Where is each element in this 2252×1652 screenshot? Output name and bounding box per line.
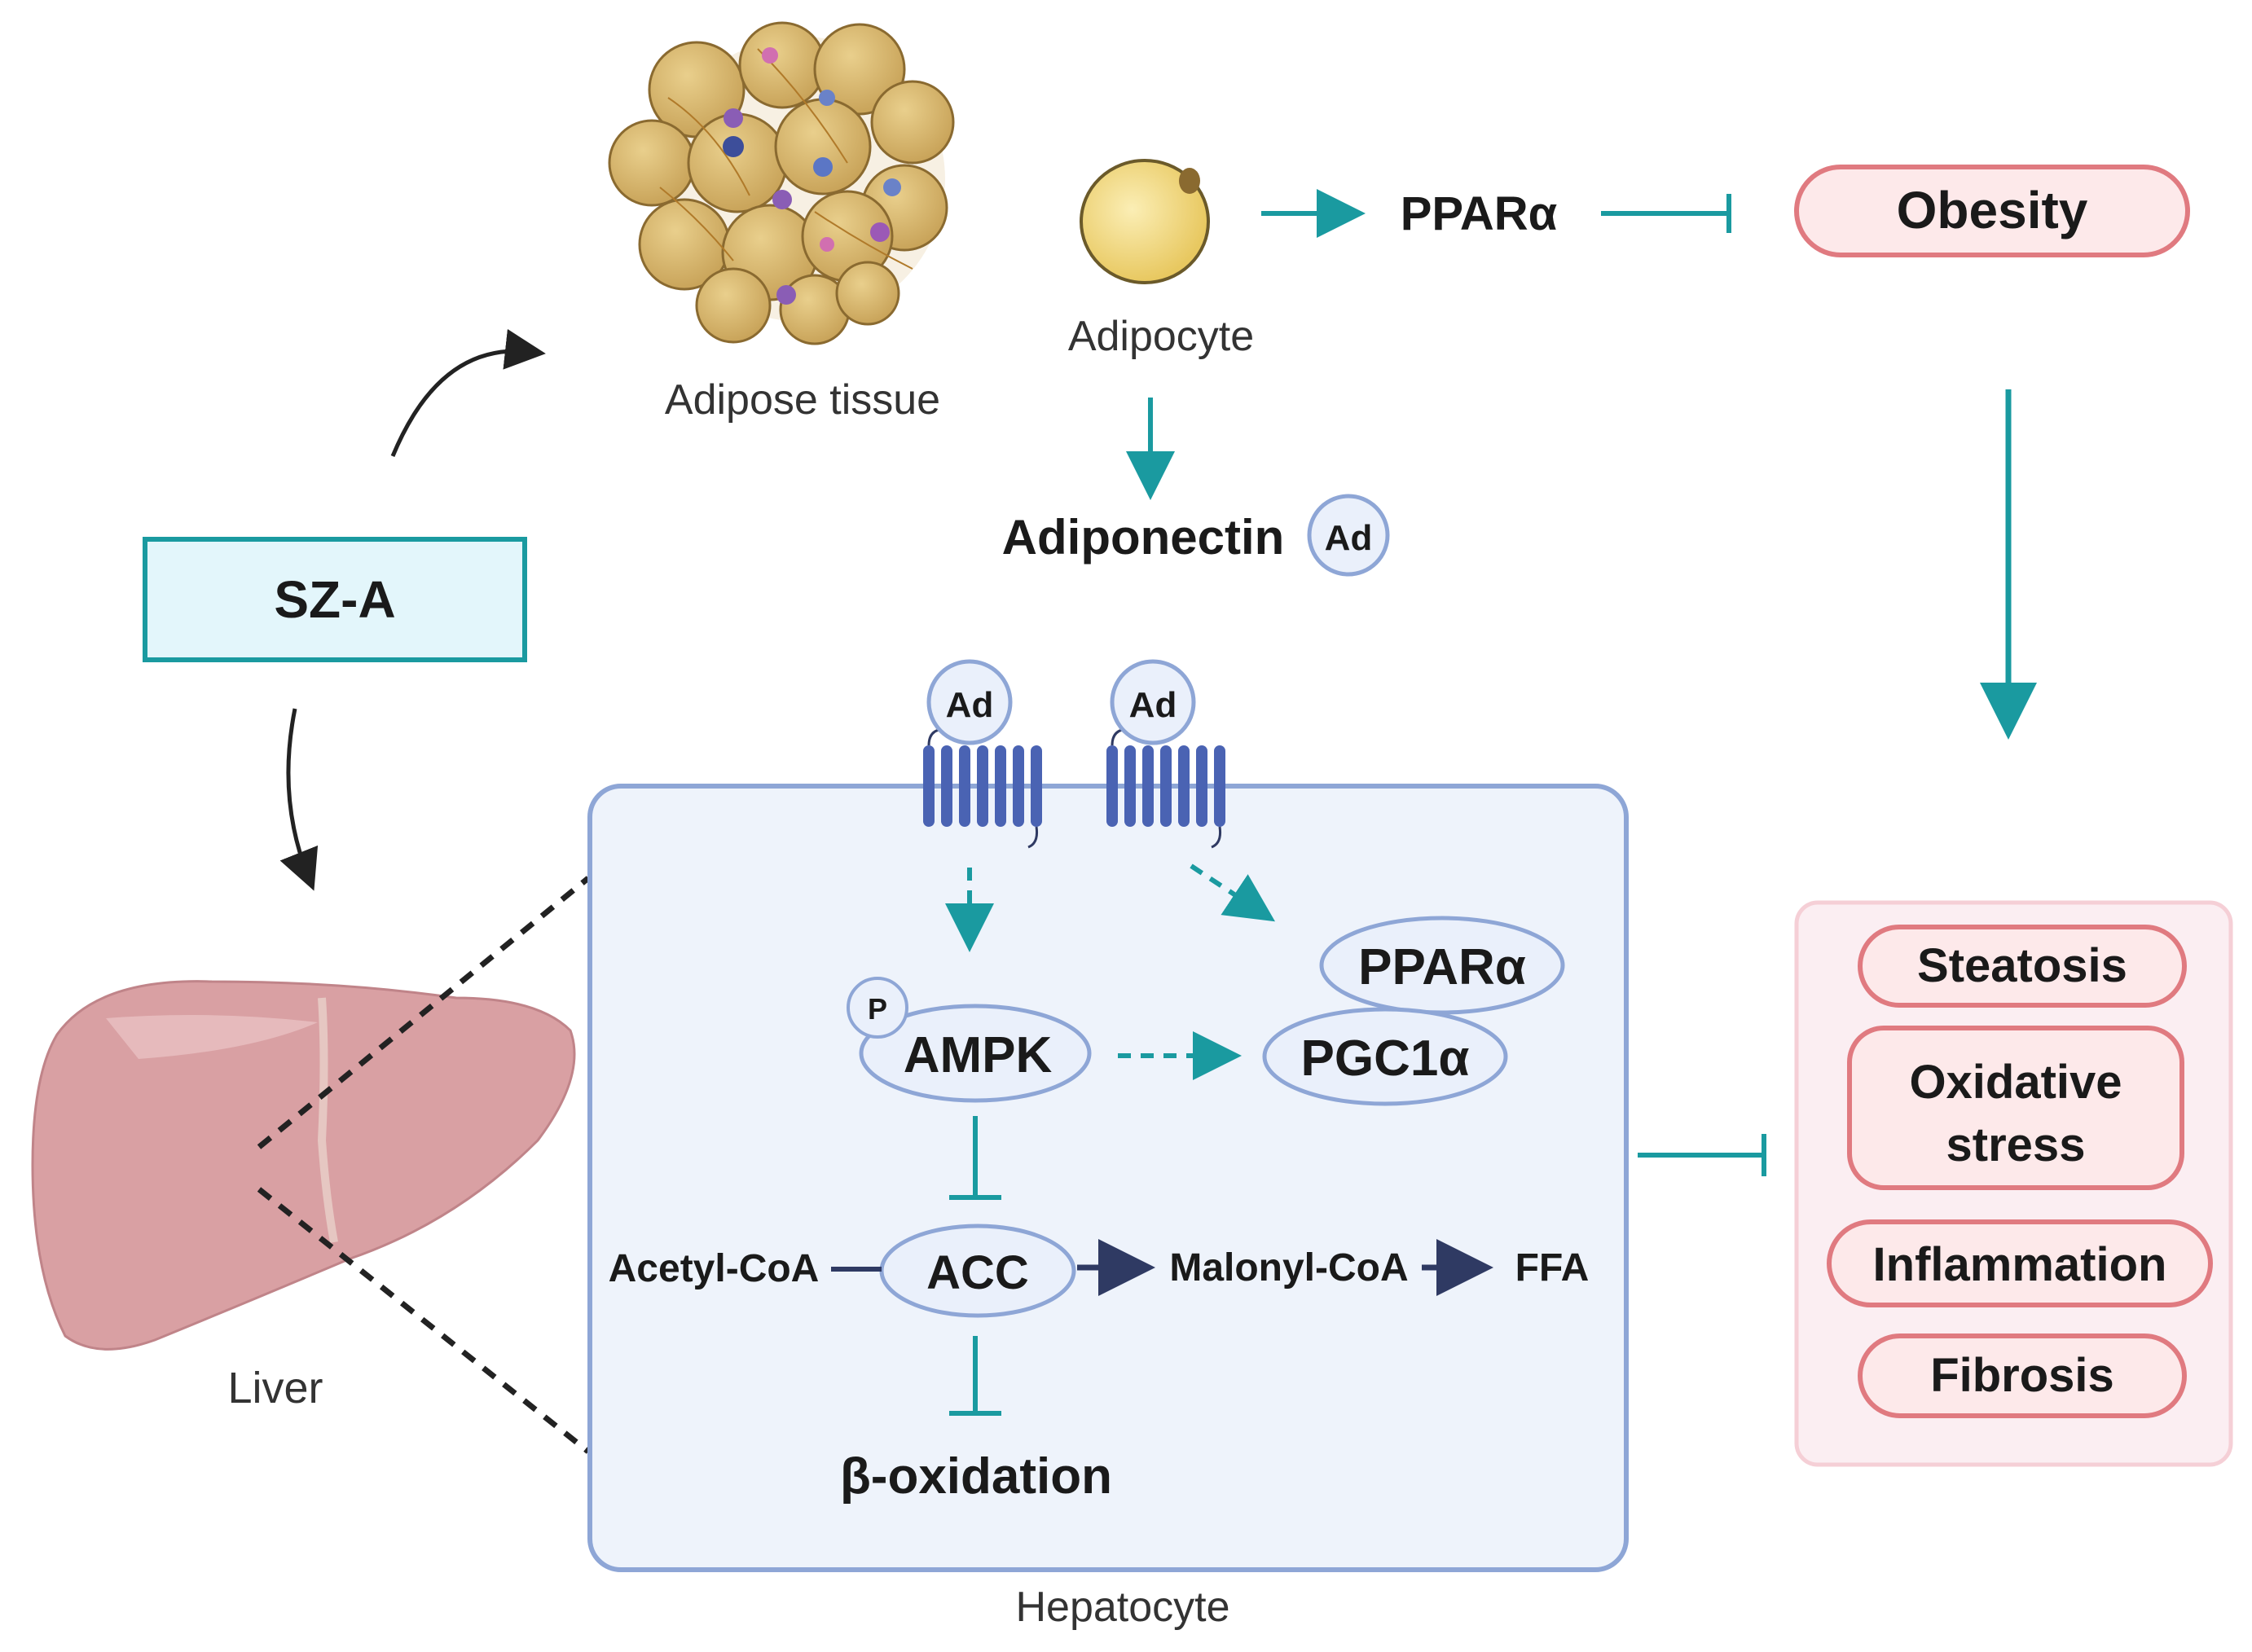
hepatocyte-caption: Hepatocyte bbox=[1015, 1584, 1229, 1631]
inflammation-label: Inflammation bbox=[1873, 1238, 2167, 1291]
adiponectin-receptor-2 bbox=[1106, 727, 1225, 849]
acc-label: ACC bbox=[926, 1246, 1029, 1299]
inflammation-pill bbox=[1827, 1219, 2213, 1307]
receptor-ad-2-label: Ad bbox=[1129, 685, 1177, 725]
receptor-ad-2 bbox=[1110, 659, 1196, 745]
pgc1-node bbox=[1262, 1007, 1508, 1106]
steatosis-pill bbox=[1858, 925, 2187, 1008]
stress-label: stress bbox=[1946, 1118, 2086, 1171]
ppar-hepatocyte-label: PPARα bbox=[1358, 939, 1526, 995]
fibrosis-pill bbox=[1858, 1333, 2187, 1418]
ad-badge-label: Ad bbox=[1325, 518, 1373, 558]
receptor-ad-1 bbox=[926, 659, 1013, 745]
sza-label: SZ-A bbox=[274, 570, 395, 629]
liver-label: Liver bbox=[227, 1364, 323, 1413]
sza-to-adipose-arrow bbox=[390, 328, 546, 457]
phospho-label: P bbox=[868, 992, 887, 1026]
steatosis-label: Steatosis bbox=[1917, 939, 2127, 992]
acetyl-coa-label: Acetyl-CoA bbox=[609, 1247, 820, 1290]
phospho-badge bbox=[847, 977, 908, 1039]
obesity-pill bbox=[1794, 165, 2190, 257]
ampk-node bbox=[859, 1004, 1092, 1103]
ampk-label: AMPK bbox=[904, 1027, 1053, 1083]
adipocyte-label: Adipocyte bbox=[1068, 313, 1254, 360]
obesity-label: Obesity bbox=[1897, 181, 2088, 239]
adipose-tissue-icon bbox=[608, 21, 955, 345]
oxidative-label: Oxidative bbox=[1909, 1056, 2122, 1109]
ffa-label: FFA bbox=[1515, 1246, 1590, 1290]
oxidative-stress-pill bbox=[1847, 1026, 2184, 1190]
beta-oxidation-label: β-oxidation bbox=[840, 1448, 1112, 1505]
sza-box bbox=[143, 537, 527, 662]
adiponectin-ad-badge bbox=[1307, 494, 1390, 577]
adipose-tissue-label: Adipose tissue bbox=[665, 376, 940, 424]
pgc1-label: PGC1α bbox=[1301, 1030, 1470, 1087]
adiponectin-receptor-1 bbox=[923, 727, 1042, 849]
malonyl-coa-label: Malonyl-CoA bbox=[1169, 1246, 1408, 1290]
zoom-line-top bbox=[257, 876, 591, 1149]
adipocyte-icon bbox=[1080, 159, 1210, 284]
liver-icon bbox=[31, 980, 576, 1351]
receptor-ad-1-label: Ad bbox=[946, 685, 994, 725]
ppar-top-label: PPARα bbox=[1401, 187, 1558, 240]
sza-to-liver-arrow bbox=[279, 708, 319, 891]
ppar-node bbox=[1319, 916, 1565, 1015]
zoom-line-bottom bbox=[257, 1187, 591, 1454]
adiponectin-label: Adiponectin bbox=[1002, 510, 1285, 565]
fibrosis-label: Fibrosis bbox=[1930, 1349, 2114, 1402]
